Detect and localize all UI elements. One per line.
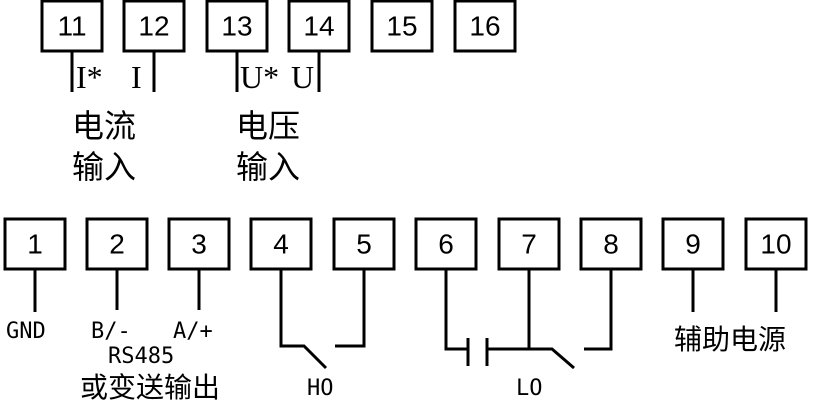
terminal-1-number: 1 (27, 229, 43, 260)
terminal-12-number: 12 (138, 11, 169, 42)
bottom-wires (33, 269, 778, 312)
terminal-4: 4 (249, 217, 313, 271)
aux-power-label: 辅助电源 (674, 323, 786, 356)
voltage-input-line2: 输入 (236, 148, 300, 186)
lo-label: LO (516, 376, 543, 401)
current-plain-label: I (131, 59, 142, 95)
terminal-14: 14 (287, 0, 351, 53)
terminal-14-number: 14 (303, 11, 334, 42)
lo-switch-arm (487, 347, 575, 370)
ho-switch-arm (279, 269, 328, 370)
terminal-10: 10 (744, 217, 808, 271)
terminal-15-number: 15 (386, 11, 417, 42)
terminal-5: 5 (332, 217, 396, 271)
terminal-13: 13 (205, 0, 269, 53)
top-terminal-row: 11 12 13 14 15 16 (40, 0, 517, 53)
a-plus-label: A/+ (173, 319, 213, 344)
current-star-label: I* (76, 59, 103, 95)
terminal-8-number: 8 (603, 229, 619, 260)
bottom-terminal-row: 1 2 3 4 5 6 7 8 (3, 217, 808, 271)
terminal-6: 6 (414, 217, 478, 271)
terminal-2: 2 (85, 217, 149, 271)
terminal-5-number: 5 (356, 229, 372, 260)
terminal-3-number: 3 (191, 229, 207, 260)
terminal-3: 3 (167, 217, 231, 271)
voltage-plain-label: U (291, 59, 314, 95)
current-input-line1: 电流 (72, 107, 136, 145)
ho-fixed-contact (335, 269, 366, 348)
lo-relay-contact (444, 269, 613, 370)
terminal-13-number: 13 (221, 11, 252, 42)
rs485-note-label: 或变送输出 (80, 371, 220, 403)
terminal-12: 12 (122, 0, 186, 53)
terminal-8: 8 (579, 217, 643, 271)
voltage-input-line1: 电压 (236, 107, 300, 145)
lo-no-fixed-contact (584, 269, 613, 351)
ho-label: HO (307, 376, 334, 401)
terminal-1: 1 (3, 217, 67, 271)
terminal-2-number: 2 (109, 229, 125, 260)
voltage-star-label: U* (240, 59, 279, 95)
voltage-input-labels: U* U 电压 输入 (236, 59, 314, 186)
gnd-label: GND (6, 319, 46, 344)
terminal-16: 16 (453, 0, 517, 53)
terminal-9: 9 (661, 217, 725, 271)
terminal-6-number: 6 (438, 229, 454, 260)
terminal-16-number: 16 (469, 11, 500, 42)
top-wires (70, 51, 321, 92)
terminal-7-number: 7 (521, 229, 537, 260)
terminal-11-number: 11 (57, 11, 86, 42)
lo-nc-left-wire (444, 269, 468, 351)
terminal-15: 15 (370, 0, 434, 53)
terminal-7: 7 (497, 217, 561, 271)
terminal-11: 11 (40, 0, 104, 53)
terminal-4-number: 4 (273, 229, 289, 260)
ho-relay-contact (279, 269, 366, 370)
bottom-labels: GND B/- A/+ RS485 或变送输出 HO LO 辅助电源 (6, 319, 786, 403)
terminal-9-number: 9 (685, 229, 701, 260)
current-input-labels: I* I 电流 输入 (72, 59, 142, 186)
terminal-10-number: 10 (760, 229, 791, 260)
b-minus-label: B/- (91, 319, 131, 344)
rs485-label: RS485 (108, 344, 174, 369)
current-input-line2: 输入 (72, 148, 136, 186)
